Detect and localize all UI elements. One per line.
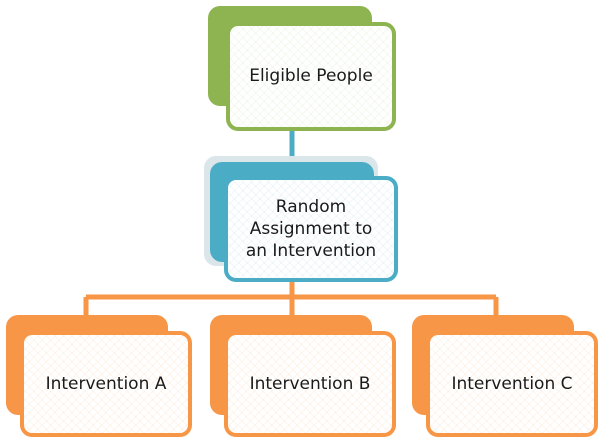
- node-eligible-people-box: Eligible People: [226, 22, 396, 131]
- node-intervention-c: Intervention C: [412, 315, 600, 439]
- node-random-assignment-label: Random Assignment to an Intervention: [245, 196, 377, 262]
- node-random-assignment: Random Assignment to an Intervention: [204, 156, 402, 284]
- node-intervention-a-box: Intervention A: [20, 331, 192, 437]
- node-intervention-c-box: Intervention C: [426, 331, 598, 437]
- node-intervention-c-label: Intervention C: [451, 373, 573, 394]
- node-intervention-a-label: Intervention A: [45, 373, 167, 394]
- node-intervention-b-box: Intervention B: [224, 331, 396, 437]
- node-intervention-b-label: Intervention B: [249, 373, 371, 394]
- node-eligible-people: Eligible People: [208, 6, 398, 131]
- node-intervention-a: Intervention A: [6, 315, 196, 439]
- node-eligible-people-label: Eligible People: [249, 66, 373, 87]
- node-random-assignment-box: Random Assignment to an Intervention: [224, 176, 398, 282]
- node-intervention-b: Intervention B: [210, 315, 400, 439]
